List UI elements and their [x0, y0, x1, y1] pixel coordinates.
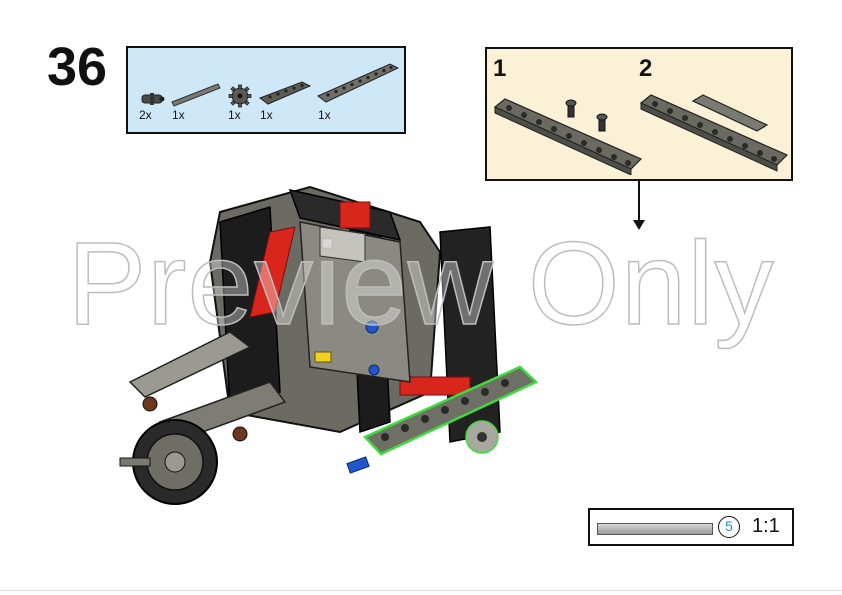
- part-qty-connector-pin: 2x: [139, 108, 152, 122]
- axle-length-bar: [597, 523, 713, 535]
- upper-arm: [128, 331, 252, 398]
- substep-2-stacked-beams-illustration: [639, 94, 789, 172]
- page-bottom-rule: [0, 590, 842, 591]
- scale-indicator-box: 5 1:1: [588, 508, 794, 546]
- red-part-top: [339, 201, 371, 229]
- callout-arrow-head: [633, 220, 645, 230]
- callout-substep-2: 2: [639, 55, 653, 82]
- main-assembly-illustration: [119, 185, 539, 505]
- scale-ratio: 1:1: [752, 515, 780, 537]
- step-number: 36: [47, 37, 108, 97]
- axle-icon: [171, 83, 221, 107]
- beam-5-icon: [258, 81, 312, 105]
- axle-length-count: 5: [718, 516, 740, 538]
- beam-9-icon: [317, 63, 400, 103]
- blue-pin: [365, 320, 379, 334]
- part-qty-beam-5: 1x: [260, 108, 273, 122]
- part-qty-gear: 1x: [228, 108, 241, 122]
- red-link-left: [249, 226, 296, 318]
- gear-icon: [228, 84, 252, 108]
- callout-arrow-line: [638, 181, 640, 225]
- red-part-mid: [399, 376, 471, 396]
- sub-assembly-callout: 1 2: [485, 47, 793, 181]
- hub-axle: [119, 457, 151, 467]
- substep-1-beam-with-pins-illustration: [493, 98, 643, 175]
- blue-axle-pin: [346, 456, 370, 474]
- light-gray-cap: [319, 226, 366, 263]
- yellow-detail: [314, 351, 332, 363]
- parts-list-box: 2x 1x 1x 1x 1x: [126, 46, 406, 134]
- preview-watermark: Preview Only: [67, 218, 775, 350]
- gray-center-block: [299, 221, 411, 383]
- new-beam-highlighted: [362, 365, 539, 456]
- connector-pin-icon: [141, 93, 165, 105]
- callout-substep-1: 1: [493, 55, 507, 82]
- part-qty-axle: 1x: [172, 108, 185, 122]
- part-qty-beam-9: 1x: [318, 108, 331, 122]
